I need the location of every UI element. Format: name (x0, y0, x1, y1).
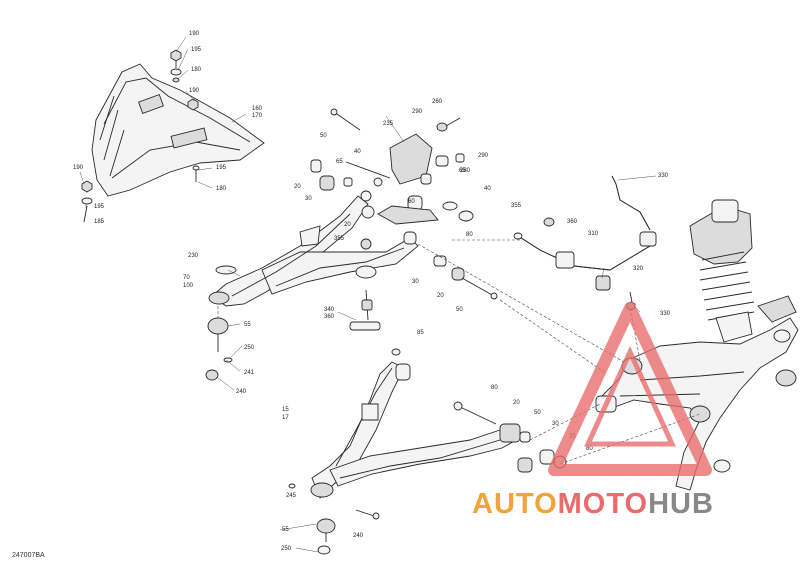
callout-label: 330 (660, 311, 671, 317)
callout-label: 20 (294, 184, 301, 190)
leader-lines (79, 36, 657, 553)
callout-label: 60 (408, 199, 415, 205)
callout-label: 310 (588, 231, 599, 237)
callout-label: 330 (658, 173, 669, 179)
callout-label: 55 (244, 322, 251, 328)
callout-label: 100 (183, 283, 194, 289)
diagram-reference-number: 247007BA (12, 552, 45, 559)
callout-label: 55 (282, 527, 289, 533)
callout-label: 250 (281, 546, 292, 552)
callout-label: 240 (236, 389, 247, 395)
callout-label: 40 (354, 149, 361, 155)
callout-label: 80 (491, 385, 498, 391)
stabilizer-link (349, 289, 381, 331)
callout-label: 185 (94, 219, 105, 225)
watermark-hub: HUB (648, 488, 714, 520)
callout-label: 30 (412, 279, 419, 285)
shock-absorber (689, 199, 755, 343)
upper-arm-hardware (310, 108, 498, 300)
callout-label: 190 (73, 165, 84, 171)
callout-label: 50 (456, 307, 463, 313)
callout-label: 170 (252, 113, 263, 119)
callout-label: 20 (437, 293, 444, 299)
callout-label: 245 (286, 493, 297, 499)
skid-plate (91, 63, 265, 197)
upper-ball-joint (205, 265, 237, 381)
callout-label: 190 (189, 88, 200, 94)
callout-label: 195 (216, 165, 227, 171)
callout-label: 195 (94, 204, 105, 210)
lower-a-arm (310, 361, 521, 499)
callout-label: 290 (478, 153, 489, 159)
callout-label: 340 (324, 307, 335, 313)
watermark-text: AUTOMOTOHUB (472, 488, 714, 521)
watermark-auto: AUTO (472, 488, 558, 520)
callout-label: 20 (513, 400, 520, 406)
callout-label: 360 (567, 219, 578, 225)
callout-label: 190 (189, 31, 200, 37)
callout-label: 17 (282, 415, 289, 421)
lower-ball-joint (316, 518, 336, 555)
callout-label: 30 (305, 196, 312, 202)
callout-label: 15 (282, 407, 289, 413)
callout-label: 230 (188, 253, 199, 259)
callout-label: 70 (183, 275, 190, 281)
callout-label: 241 (244, 370, 255, 376)
callout-label: 20 (344, 222, 351, 228)
skid-plate-fasteners (81, 49, 200, 223)
callout-label: 50 (534, 410, 541, 416)
sway-bar (513, 175, 657, 311)
callout-label: 360 (324, 314, 335, 320)
callout-label: 160 (252, 106, 263, 112)
automotohub-logo (548, 302, 712, 476)
callout-label: 280 (460, 168, 471, 174)
callout-label: 250 (244, 345, 255, 351)
callout-label: 80 (466, 232, 473, 238)
callout-label: 235 (383, 121, 394, 127)
callout-label: 40 (484, 186, 491, 192)
callout-label: 85 (417, 330, 424, 336)
watermark-moto: MOTO (557, 488, 649, 520)
callout-labels: 190 195 180 190 160 170 195 180 190 195 … (73, 31, 671, 552)
callout-label: 355 (334, 236, 345, 242)
callout-label: 355 (511, 203, 522, 209)
callout-label: 30 (552, 421, 559, 427)
callout-label: 50 (320, 133, 327, 139)
callout-label: 80 (586, 446, 593, 452)
callout-label: 195 (191, 47, 202, 53)
callout-label: 260 (432, 99, 443, 105)
upper-a-arm (208, 195, 419, 307)
callout-label: 240 (353, 533, 364, 539)
callout-label: 65 (336, 159, 343, 165)
callout-label: 180 (191, 67, 202, 73)
callout-label: 65 (459, 168, 466, 174)
callout-label: 290 (412, 109, 423, 115)
callout-label: 180 (216, 186, 227, 192)
callout-label: 320 (633, 266, 644, 272)
